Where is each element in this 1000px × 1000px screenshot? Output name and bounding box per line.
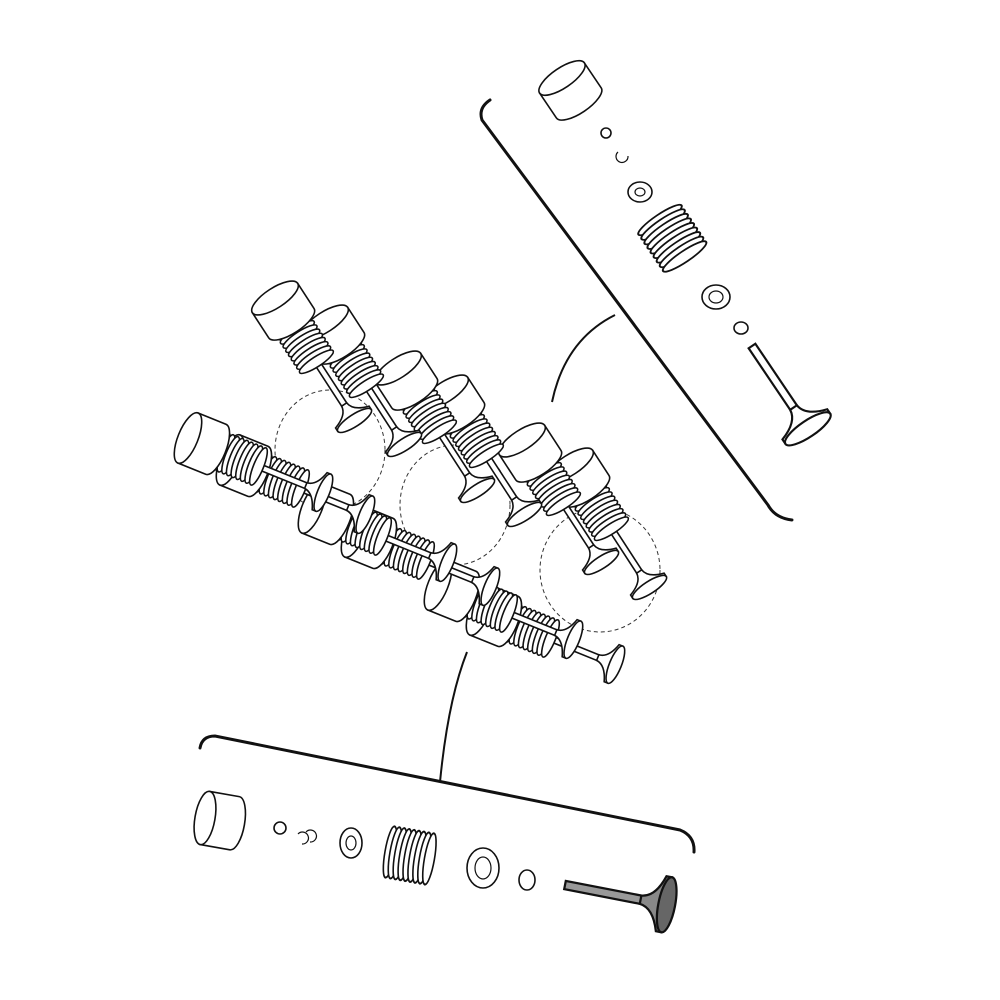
- detail-bracket-bottom: [198, 734, 696, 854]
- bucket-tappet: [533, 53, 608, 128]
- valve-stem-seal: [733, 321, 749, 335]
- valve-keeper: [615, 151, 629, 164]
- valve: [562, 874, 678, 934]
- spring-seat: [701, 284, 731, 310]
- spring-seat: [466, 847, 500, 889]
- leader-line-bottom: [439, 651, 468, 783]
- main-assembly: [169, 275, 676, 692]
- bucket-tappet: [189, 788, 250, 853]
- valve-keeper: [297, 831, 310, 845]
- cylinder-outline-2: [399, 444, 511, 566]
- cylinder-outline-1: [274, 389, 386, 511]
- spring-retainer: [627, 181, 653, 203]
- valve-spring: [634, 199, 711, 277]
- detail-bracket-right: [479, 98, 794, 522]
- detail-bottom: [189, 788, 678, 934]
- valve: [728, 329, 836, 452]
- valve-keeper: [273, 821, 287, 835]
- valve-stem-seal: [518, 869, 536, 891]
- detail-upper-right: [533, 53, 836, 452]
- leader-line-right: [551, 314, 616, 403]
- valve-keeper: [600, 127, 612, 139]
- spring-retainer: [339, 827, 363, 859]
- valve-assembly: [169, 409, 339, 520]
- valve-spring: [379, 824, 440, 887]
